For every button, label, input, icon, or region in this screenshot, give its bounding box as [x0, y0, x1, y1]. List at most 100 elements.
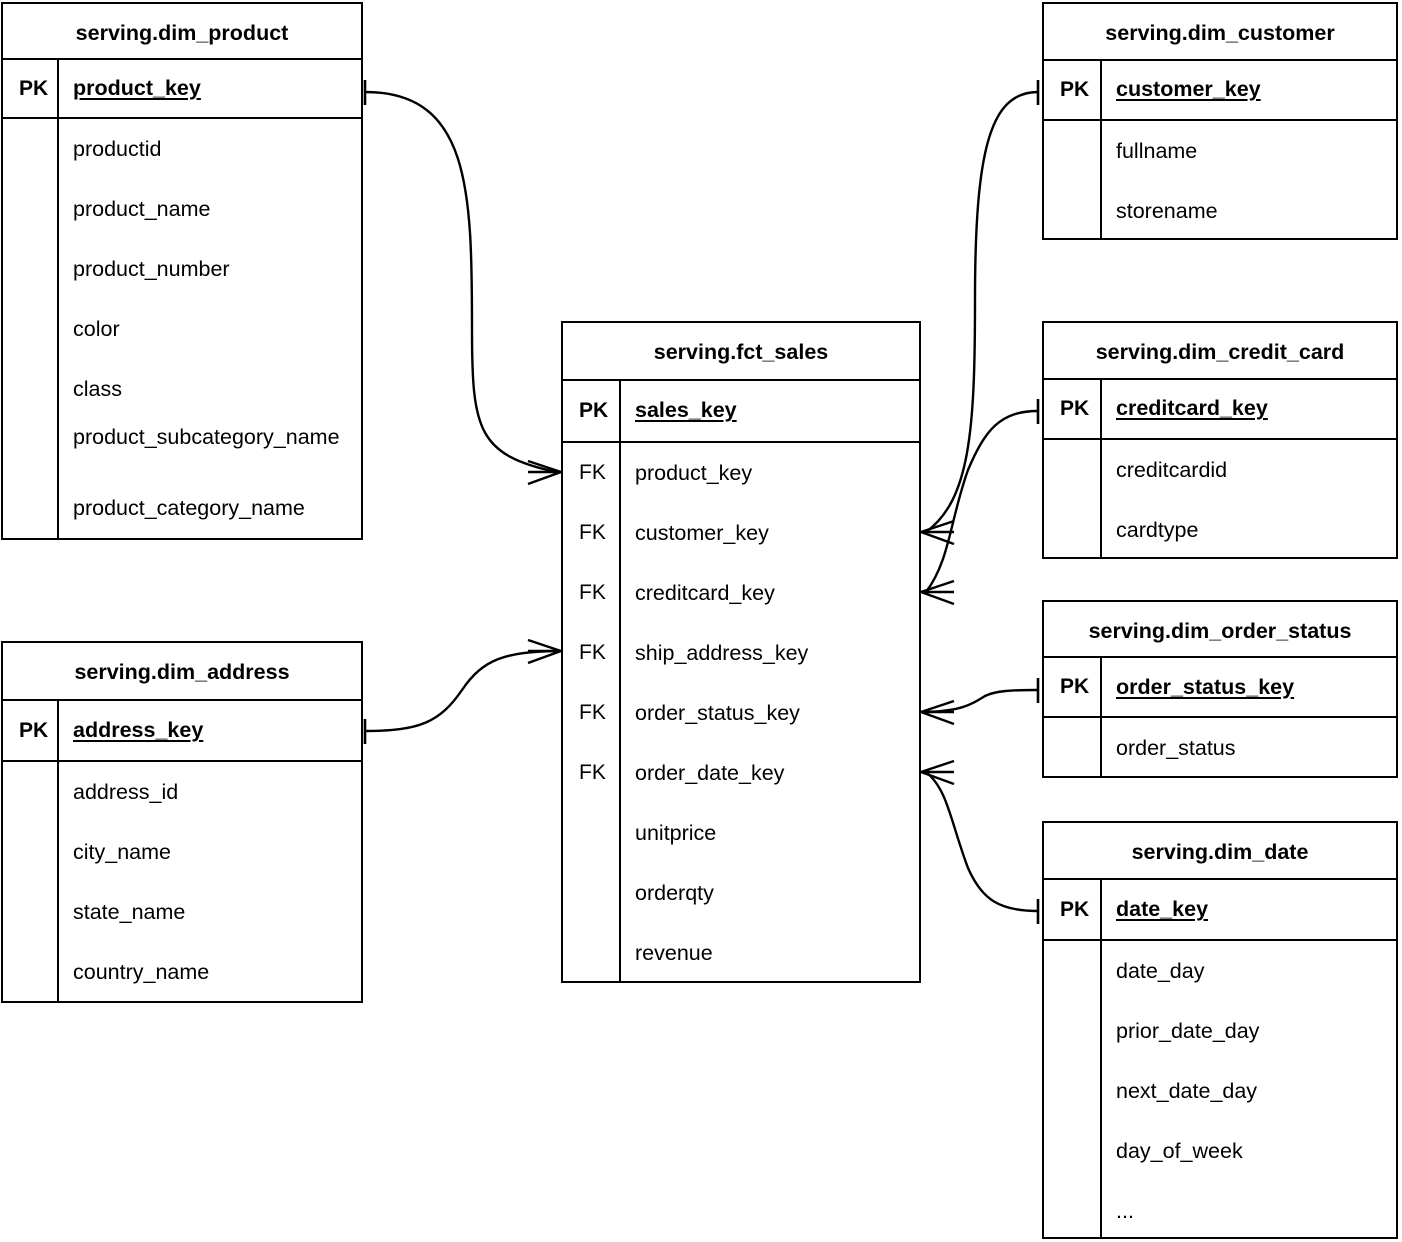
attribute-tag [3, 762, 57, 822]
attribute-tag [3, 239, 57, 299]
entity-dim-product[interactable]: serving.dim_product PK product_key produ… [1, 2, 363, 540]
attribute-name: ... [1116, 1199, 1134, 1224]
primary-key-row[interactable]: PK date_key [1044, 880, 1396, 942]
attribute-section: date_day prior_date_day next_date_day da… [1044, 941, 1396, 1237]
attribute-tag [1044, 121, 1100, 179]
attribute-tag-column [3, 119, 59, 538]
attribute-name: productid [73, 137, 162, 162]
attribute-name: state_name [73, 900, 186, 925]
primary-key-row[interactable]: PK product_key [3, 59, 361, 120]
entity-title: serving.dim_credit_card [1044, 323, 1396, 380]
relationship-address [363, 638, 562, 744]
attribute-name: order_status [1116, 736, 1236, 761]
attribute-name: color [73, 317, 120, 342]
relationship-customer [920, 80, 1040, 546]
pk-tag: PK [3, 700, 59, 761]
pk-tag: PK [1044, 658, 1102, 717]
pk-tag: PK [1044, 880, 1102, 940]
attribute-name: day_of_week [1116, 1139, 1243, 1164]
pk-field-name: customer_key [1116, 77, 1261, 102]
entity-title: serving.dim_product [3, 4, 361, 60]
attribute-tag: FK [579, 760, 606, 784]
relationship-credit-card [920, 399, 1040, 606]
attribute-tag [1044, 1060, 1100, 1119]
primary-key-row[interactable]: PK creditcard_key [1044, 379, 1396, 441]
attribute-tag: FK [579, 460, 606, 484]
attribute-tag-column [1044, 440, 1102, 557]
attribute-tag [563, 862, 619, 921]
attribute-section: address_id city_name state_name country_… [3, 762, 361, 1001]
entity-dim-address[interactable]: serving.dim_address PK address_key addre… [1, 641, 363, 1003]
attribute-tag [1044, 1119, 1100, 1178]
attribute-name-column: address_id city_name state_name country_… [59, 762, 361, 1001]
pk-field-name: creditcard_key [1116, 396, 1268, 421]
entity-title: serving.fct_sales [563, 323, 919, 381]
attribute-name: order_date_key [635, 760, 785, 785]
attribute-tag [1044, 180, 1100, 238]
entity-dim-credit-card[interactable]: serving.dim_credit_card PK creditcard_ke… [1042, 321, 1398, 559]
attribute-tag [1044, 718, 1100, 776]
pk-field-name: order_status_key [1116, 674, 1295, 699]
attribute-section: productid product_name product_number co… [3, 119, 361, 538]
primary-key-row[interactable]: PK address_key [3, 700, 361, 763]
attribute-name-column: date_day prior_date_day next_date_day da… [1102, 941, 1396, 1237]
entity-title: serving.dim_address [3, 643, 361, 701]
attribute-name: storename [1116, 199, 1218, 224]
attribute-section: creditcardid cardtype [1044, 440, 1396, 557]
entity-title: serving.dim_customer [1044, 4, 1396, 61]
attribute-tag-column [1044, 941, 1102, 1237]
pk-tag: PK [3, 59, 59, 118]
attribute-name: country_name [73, 960, 210, 985]
attribute-tag: FK [579, 700, 606, 724]
attribute-name: product_name [73, 197, 211, 222]
attribute-name: product_key [635, 460, 753, 485]
primary-key-row[interactable]: PK order_status_key [1044, 658, 1396, 719]
attribute-tag [563, 803, 619, 862]
pk-tag: PK [1044, 379, 1102, 439]
attribute-tag [1044, 1178, 1100, 1237]
attribute-tag [3, 478, 57, 538]
attribute-tag-column [1044, 121, 1102, 238]
attribute-name: city_name [73, 840, 171, 865]
relationship-product [363, 80, 562, 486]
entity-fct-sales[interactable]: serving.fct_sales PK sales_key FK FK FK … [561, 321, 921, 983]
attribute-name-column: productid product_name product_number co… [59, 119, 361, 538]
attribute-name: prior_date_day [1116, 1019, 1260, 1044]
entity-dim-order-status[interactable]: serving.dim_order_status PK order_status… [1042, 600, 1398, 778]
attribute-name: order_status_key [635, 700, 800, 725]
attribute-name-column: product_key customer_key creditcard_key … [621, 443, 919, 981]
attribute-name: product_number [73, 257, 230, 282]
attribute-name: address_id [73, 780, 179, 805]
entity-title: serving.dim_order_status [1044, 602, 1396, 659]
attribute-name: fullname [1116, 139, 1198, 164]
attribute-name: unitprice [635, 820, 717, 845]
attribute-tag-column: FK FK FK FK FK FK [563, 442, 621, 981]
attribute-tag [3, 941, 57, 1001]
attribute-tag [3, 418, 57, 478]
attribute-tag: FK [579, 580, 606, 604]
attribute-name-column: creditcardid cardtype [1102, 440, 1396, 557]
attribute-name: product_category_name [73, 496, 305, 520]
attribute-tag-column [3, 762, 59, 1001]
attribute-name: revenue [635, 940, 713, 965]
attribute-tag [1044, 941, 1100, 1000]
attribute-name: customer_key [635, 520, 769, 545]
attribute-tag [3, 299, 57, 359]
attribute-tag [1044, 440, 1100, 498]
attribute-name: next_date_day [1116, 1079, 1258, 1104]
attribute-name: cardtype [1116, 518, 1199, 543]
relationship-date [920, 759, 1040, 924]
attribute-name: date_day [1116, 959, 1205, 984]
attribute-name: orderqty [635, 880, 714, 905]
primary-key-row[interactable]: PK customer_key [1044, 60, 1396, 122]
entity-dim-customer[interactable]: serving.dim_customer PK customer_key ful… [1042, 2, 1398, 240]
attribute-name: creditcardid [1116, 458, 1228, 483]
attribute-name: ship_address_key [635, 640, 809, 665]
primary-key-row[interactable]: PK sales_key [563, 380, 919, 443]
entity-dim-date[interactable]: serving.dim_date PK date_key date_day pr… [1042, 821, 1398, 1239]
pk-field-name: product_key [73, 76, 201, 101]
pk-field-name: sales_key [635, 398, 737, 423]
attribute-tag [3, 822, 57, 882]
attribute-section: fullname storename [1044, 121, 1396, 238]
